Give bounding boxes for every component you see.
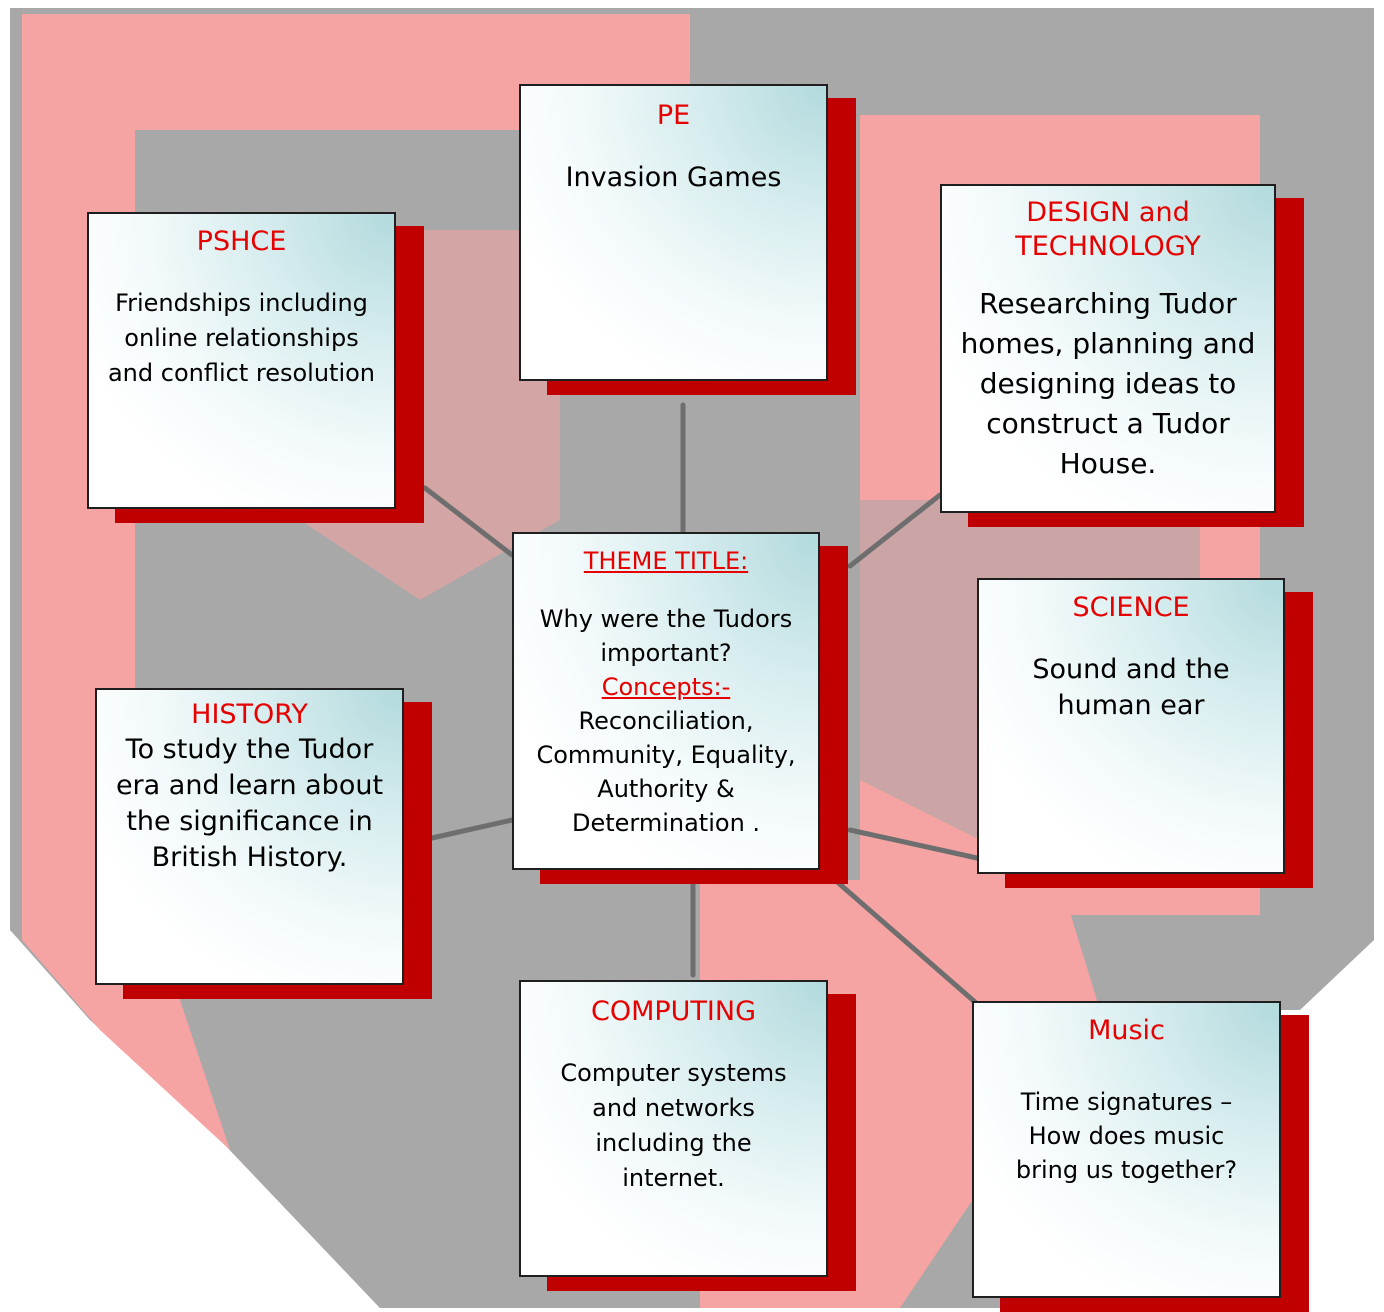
pshce-card-face: PSHCE Friendships including online relat… [87, 212, 396, 509]
history-text: To study the Tudor era and learn about t… [115, 734, 384, 873]
pe-card: PE Invasion Games [519, 84, 856, 395]
dt-card-face: DESIGN and TECHNOLOGY Researching Tudor … [940, 184, 1276, 513]
theme-heading: THEME TITLE: [583, 547, 749, 575]
computing-card: COMPUTING Computer systems and networks … [519, 980, 856, 1291]
science-text: Sound and the human ear [1032, 654, 1230, 721]
dt-title-line2: TECHNOLOGY [1015, 231, 1201, 262]
dt-text: Researching Tudor homes, planning and de… [960, 287, 1256, 480]
pe-card-face: PE Invasion Games [519, 84, 828, 381]
science-card-face: SCIENCE Sound and the human ear [977, 578, 1285, 874]
history-card-face: HISTORY To study the Tudor era and learn… [95, 688, 404, 985]
science-card: SCIENCE Sound and the human ear [977, 578, 1313, 888]
computing-title: COMPUTING [590, 996, 757, 1027]
theme-card-face: THEME TITLE: Why were the Tudors importa… [512, 532, 820, 870]
music-text: Time signatures – How does music bring u… [1015, 1088, 1238, 1184]
concepts-list: Reconciliation, Community, Equality, Aut… [536, 707, 796, 837]
music-card: Music Time signatures – How does music b… [972, 1001, 1309, 1312]
connector-music [832, 877, 978, 1005]
connector-history [429, 817, 515, 841]
pshce-text: Friendships including online relationshi… [107, 289, 376, 387]
computing-card-face: COMPUTING Computer systems and networks … [519, 980, 828, 1277]
pe-title: PE [656, 100, 691, 131]
computing-text: Computer systems and networks including … [560, 1059, 787, 1192]
theme-question: Why were the Tudors important? [539, 605, 793, 667]
pshce-title: PSHCE [196, 226, 287, 257]
science-title: SCIENCE [1072, 592, 1190, 623]
concepts-heading: Concepts:- [601, 673, 731, 701]
connector-pshce [422, 485, 515, 558]
pshce-card: PSHCE Friendships including online relat… [87, 212, 424, 523]
connector-science [847, 827, 980, 861]
history-title: HISTORY [191, 699, 308, 730]
dt-card: DESIGN and TECHNOLOGY Researching Tudor … [940, 184, 1304, 527]
theme-card: THEME TITLE: Why were the Tudors importa… [512, 532, 848, 884]
history-card: HISTORY To study the Tudor era and learn… [95, 688, 432, 999]
connector-dt [847, 492, 943, 569]
pe-text: Invasion Games [565, 162, 782, 193]
dt-title-line1: DESIGN and [1026, 197, 1190, 228]
music-title: Music [1088, 1015, 1165, 1046]
shield-pink-right [690, 14, 1366, 120]
music-card-face: Music Time signatures – How does music b… [972, 1001, 1281, 1298]
